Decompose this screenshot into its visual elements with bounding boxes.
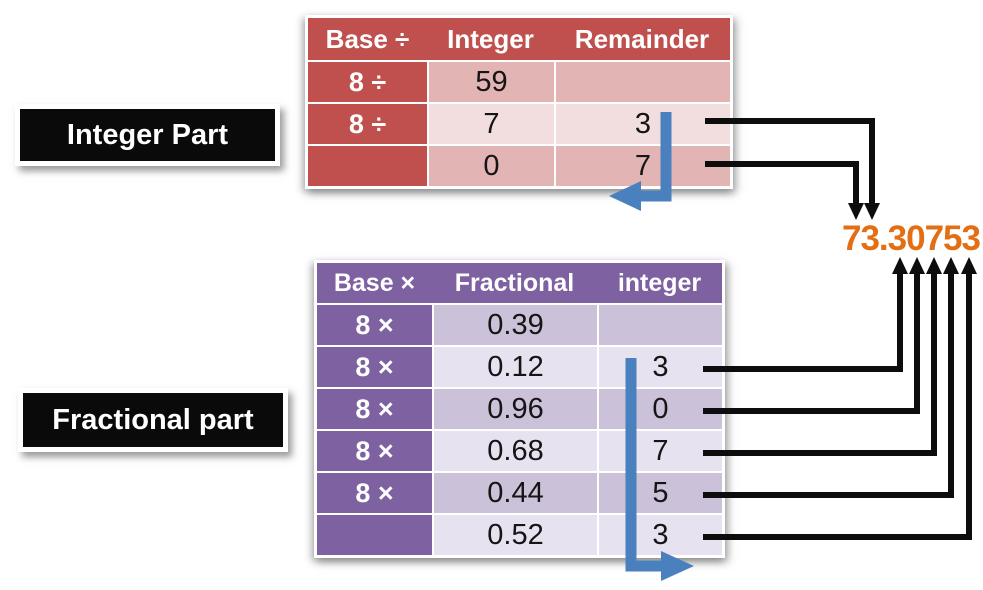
- cell-integer: 5: [597, 471, 722, 513]
- cell-base: 8 ×: [317, 387, 432, 429]
- column-header-base-multiply: Base ×: [317, 263, 432, 303]
- cell-integer: 3: [597, 513, 722, 555]
- cell-fractional: 0.44: [432, 471, 597, 513]
- cell-base: 8 ×: [317, 429, 432, 471]
- cell-base: 8 ÷: [308, 102, 427, 144]
- fractional-part-label-text: Fractional part: [52, 403, 254, 436]
- column-header-base-divide: Base ÷: [308, 18, 427, 60]
- cell-base: 8 ×: [317, 303, 432, 345]
- cell-base: 8 ÷: [308, 60, 427, 102]
- integer-division-table: Base ÷ Integer Remainder 8 ÷ 59 8 ÷ 7 3 …: [305, 15, 733, 189]
- column-header-remainder: Remainder: [554, 18, 730, 60]
- cell-integer: 59: [427, 60, 554, 102]
- connector-fraction-5-to-digit-icon: [703, 257, 959, 498]
- cell-integer: 3: [597, 345, 722, 387]
- cell-base: 8 ×: [317, 345, 432, 387]
- connector-fraction-3-to-digit-icon: [703, 257, 908, 372]
- integer-part-label-text: Integer Part: [66, 118, 229, 151]
- fractional-multiplication-table: Base × Fractional integer 8 × 0.39 8 × 0…: [314, 260, 725, 558]
- cell-integer: [597, 303, 722, 345]
- column-header-fractional: Fractional: [432, 263, 597, 303]
- octal-result-value: 73.30753: [842, 219, 981, 258]
- connector-fraction-3b-to-digit-icon: [703, 257, 977, 540]
- cell-base: 8 ×: [317, 471, 432, 513]
- cell-integer: 7: [597, 429, 722, 471]
- connector-fraction-0-to-digit-icon: [703, 257, 925, 414]
- cell-fractional: 0.52: [432, 513, 597, 555]
- cell-remainder: 7: [554, 144, 730, 186]
- cell-fractional: 0.39: [432, 303, 597, 345]
- cell-fractional: 0.12: [432, 345, 597, 387]
- cell-integer: 7: [427, 102, 554, 144]
- cell-base: [308, 144, 427, 186]
- cell-remainder: 3: [554, 102, 730, 144]
- connector-fraction-7-to-digit-icon: [703, 257, 942, 456]
- column-header-integer: integer: [597, 263, 722, 303]
- cell-integer: 0: [427, 144, 554, 186]
- cell-integer: 0: [597, 387, 722, 429]
- cell-fractional: 0.68: [432, 429, 597, 471]
- integer-part-label: Integer Part: [15, 104, 280, 166]
- cell-base: [317, 513, 432, 555]
- column-header-integer: Integer: [427, 18, 554, 60]
- fractional-part-label: Fractional part: [18, 388, 288, 452]
- cell-remainder: [554, 60, 730, 102]
- cell-fractional: 0.96: [432, 387, 597, 429]
